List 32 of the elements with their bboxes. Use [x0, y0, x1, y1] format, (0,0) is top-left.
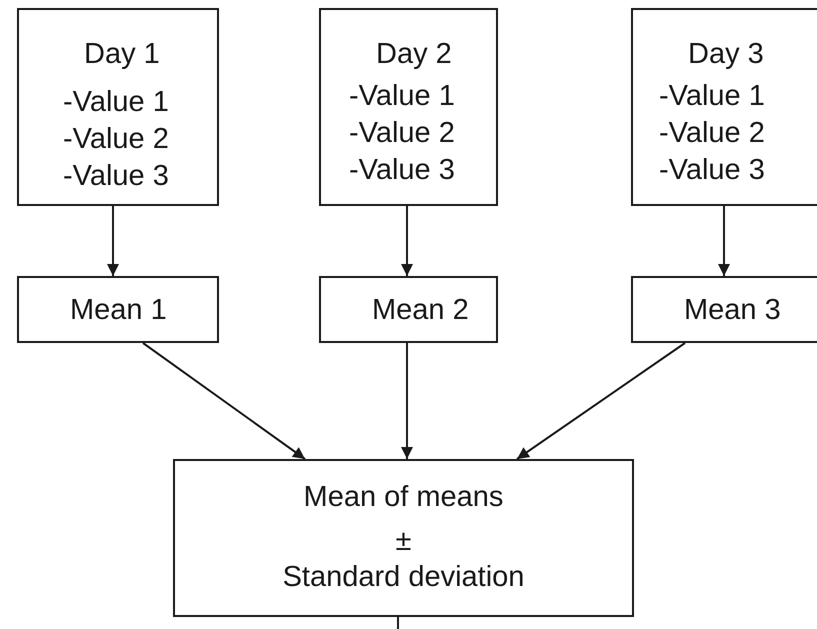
process-box	[319, 276, 498, 343]
arrow	[516, 342, 686, 460]
arrow	[142, 342, 306, 460]
connector-line	[397, 617, 399, 629]
box-text: Mean of means	[302, 483, 504, 512]
box-text: -Value 2	[63, 125, 169, 154]
arrow	[107, 206, 119, 276]
box-text: Mean 1	[70, 296, 167, 325]
process-box	[17, 276, 219, 343]
box-text: ±	[394, 527, 412, 556]
box-text: Mean 3	[684, 296, 781, 325]
arrow	[718, 206, 730, 276]
box-heading: Day 2	[376, 40, 452, 69]
box-text: -Value 3	[349, 156, 455, 185]
box-text: -Value 1	[63, 88, 169, 117]
box-text: -Value 1	[659, 82, 765, 111]
process-box	[631, 276, 817, 343]
process-box	[319, 8, 498, 206]
box-text: Mean 2	[372, 296, 469, 325]
box-heading: Day 1	[84, 40, 160, 69]
arrow	[401, 206, 413, 276]
box-text: -Value 2	[349, 119, 455, 148]
box-text: -Value 3	[63, 162, 169, 191]
box-text: -Value 2	[659, 119, 765, 148]
arrow	[401, 343, 413, 459]
box-heading: Day 3	[688, 40, 764, 69]
box-text: -Value 3	[659, 156, 765, 185]
box-text: -Value 1	[349, 82, 455, 111]
box-text: Standard deviation	[282, 563, 526, 592]
process-box	[631, 8, 817, 206]
process-box	[173, 459, 634, 617]
process-box	[17, 8, 219, 206]
